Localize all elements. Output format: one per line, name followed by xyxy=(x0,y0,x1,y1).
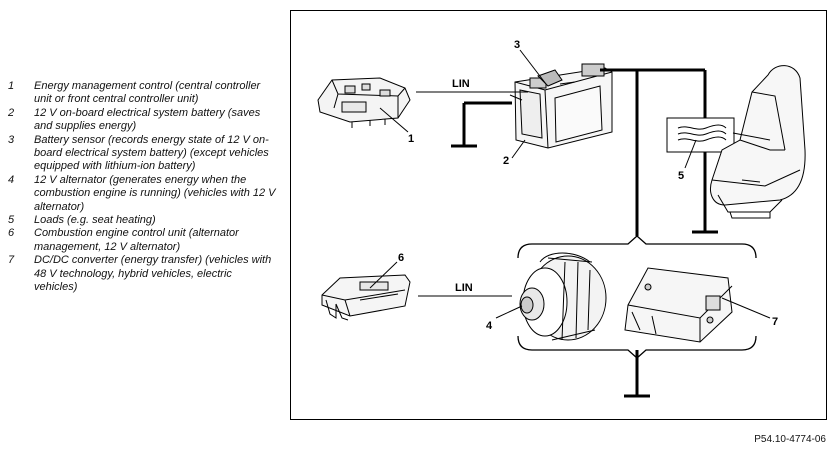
dcdc-converter-illustration xyxy=(624,267,733,343)
group-bracket xyxy=(517,235,757,359)
wiring xyxy=(416,68,718,398)
legend-number: 3 xyxy=(8,133,15,146)
legend-item: 2 12 V on-board electrical system batter… xyxy=(8,107,276,134)
seat-illustration xyxy=(710,65,806,219)
diagram-frame xyxy=(290,10,827,420)
battery-illustration xyxy=(509,63,613,149)
alternator-illustration xyxy=(519,252,607,341)
callout-1: 1 xyxy=(408,133,414,145)
engine-control-unit-illustration xyxy=(321,274,411,321)
legend-text: 12 V on-board electrical system battery … xyxy=(34,106,261,133)
callout-4: 4 xyxy=(486,320,493,332)
legend-item: 5 Loads (e.g. seat heating) xyxy=(8,214,276,227)
legend-number: 1 xyxy=(8,80,15,92)
legend-text: Combustion engine control unit (alternat… xyxy=(34,227,239,253)
legend-list: 1 Energy management control (central con… xyxy=(8,80,276,295)
legend-number: 7 xyxy=(8,254,15,267)
callout-6: 6 xyxy=(398,252,404,264)
legend-item: 1 Energy management control (central con… xyxy=(8,80,276,107)
legend-text: 12 V alternator (generates energy when t… xyxy=(34,173,276,213)
legend-number: 6 xyxy=(8,227,15,240)
controller-unit-illustration xyxy=(317,77,411,128)
legend-item: 7 DC/DC converter (energy transfer) (veh… xyxy=(8,254,276,294)
legend-number: 5 xyxy=(8,214,15,227)
figure-code: P54.10-4774-06 xyxy=(754,434,826,445)
lin-label-top: LIN xyxy=(452,78,470,90)
legend-text: Loads (e.g. seat heating) xyxy=(34,214,156,227)
legend-item: 6 Combustion engine control unit (altern… xyxy=(8,227,276,254)
callout-2: 2 xyxy=(503,155,509,167)
legend-text: Energy management control (central contr… xyxy=(34,80,261,106)
callout-leaders xyxy=(369,49,771,319)
legend-number: 2 xyxy=(8,106,15,119)
legend-number: 4 xyxy=(8,173,15,186)
load-heating-illustration xyxy=(666,117,735,153)
legend-item: 4 12 V alternator (generates energy when… xyxy=(8,174,276,214)
legend-item: 3 Battery sensor (records energy state o… xyxy=(8,134,276,174)
callout-7: 7 xyxy=(772,316,778,328)
legend-text: Battery sensor (records energy state of … xyxy=(34,133,269,173)
lin-label-bottom: LIN xyxy=(455,282,473,294)
callout-3: 3 xyxy=(514,39,520,51)
callout-5: 5 xyxy=(678,170,684,182)
legend-text: DC/DC converter (energy transfer) (vehic… xyxy=(34,254,272,294)
